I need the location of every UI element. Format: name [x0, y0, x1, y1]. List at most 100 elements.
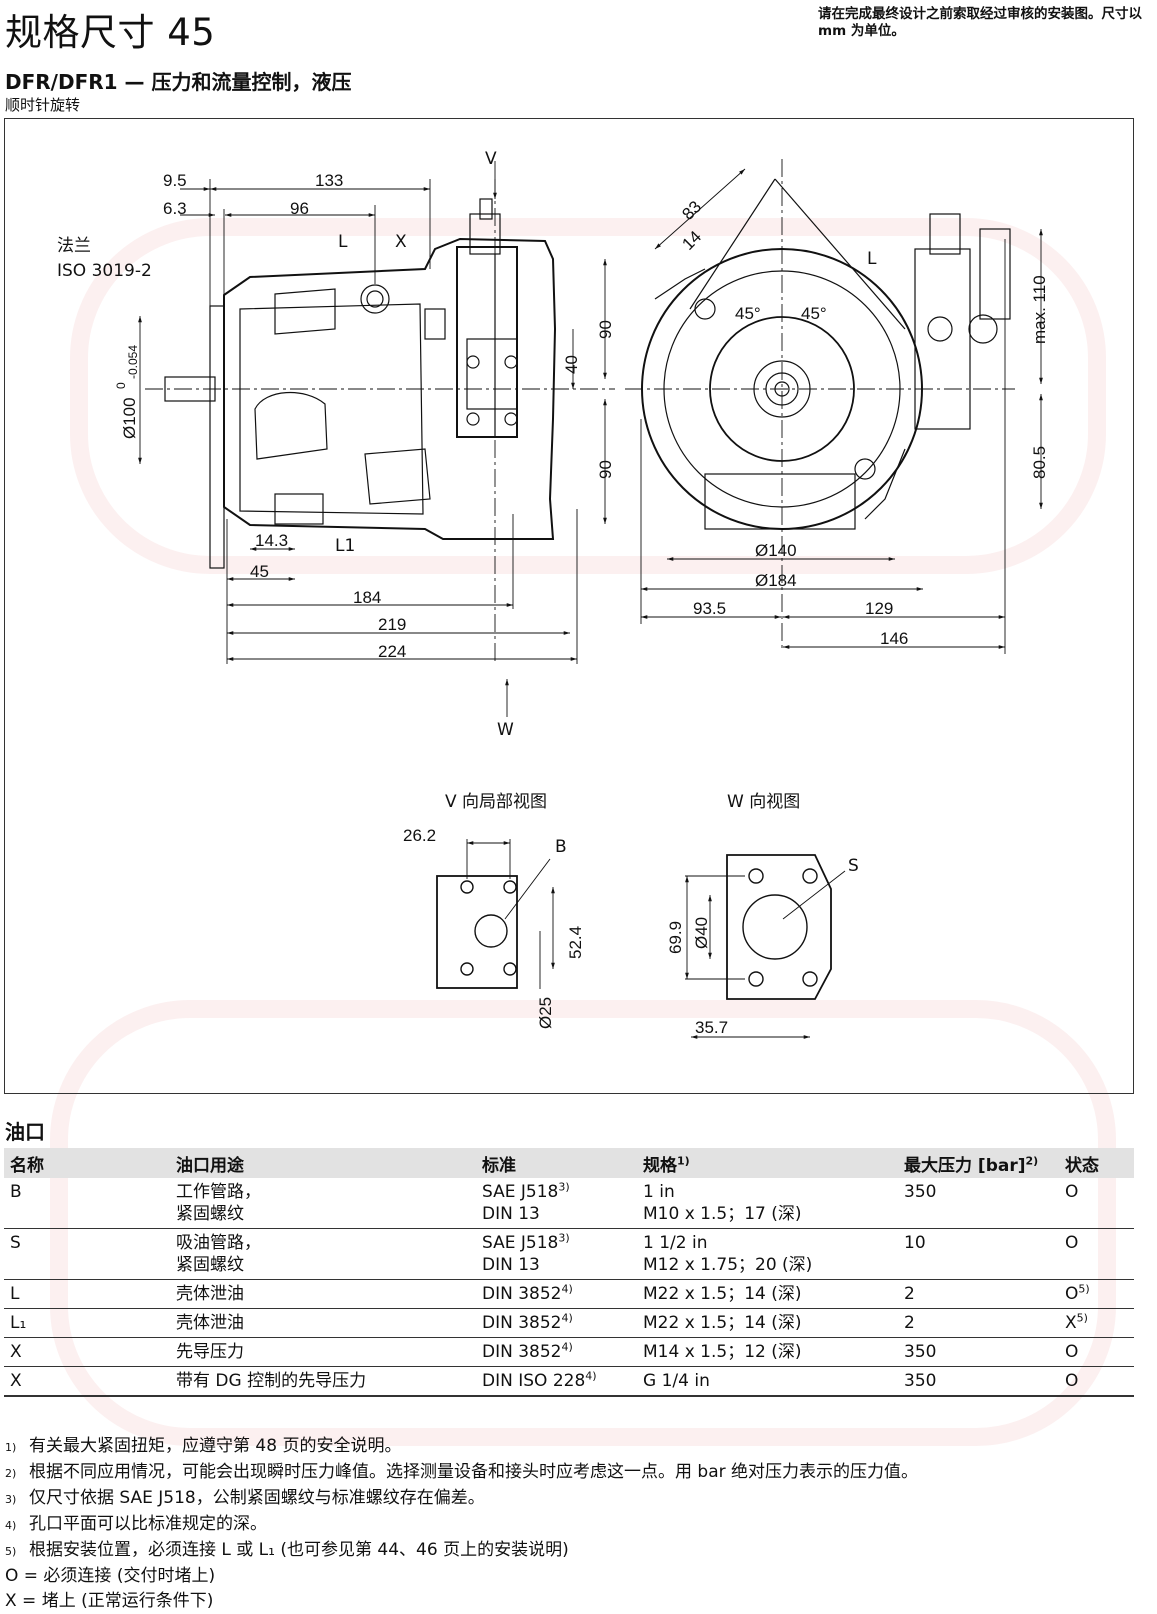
port-spec: G 1/4 in	[637, 1366, 898, 1397]
footnote-item: 3)仅尺寸依据 SAE J518，公制紧固螺纹与标准螺纹存在偏差。	[5, 1488, 485, 1508]
dim-146: 146	[880, 629, 908, 648]
col-header-name: 名称	[4, 1148, 170, 1178]
col-header-state: 状态	[1059, 1148, 1134, 1178]
port-standard: SAE J5183)DIN 13	[476, 1178, 637, 1229]
port-usage: 壳体泄油	[170, 1279, 476, 1309]
dim-90-lower: 90	[596, 460, 615, 479]
col-header-pressure: 最大压力 [bar]2)	[898, 1148, 1059, 1178]
drawing-frame: 9.5 133 6.3 96 法兰 ISO 3019-2 L X V 90 40…	[4, 118, 1134, 1094]
dim-219: 219	[378, 615, 406, 634]
port-usage: 带有 DG 控制的先导压力	[170, 1366, 476, 1397]
port-usage: 壳体泄油	[170, 1308, 476, 1338]
view-w	[685, 854, 846, 1039]
port-usage: 工作管路，紧固螺纹	[170, 1178, 476, 1229]
port-usage: 吸油管路，紧固螺纹	[170, 1228, 476, 1280]
dim-93-5: 93.5	[693, 599, 726, 618]
col-header-standard: 标准	[476, 1148, 637, 1178]
port-name: X	[4, 1366, 170, 1397]
port-name: L₁	[4, 1308, 170, 1338]
dim-35-7: 35.7	[695, 1018, 728, 1037]
view-v-detail	[436, 839, 555, 989]
ports-table-header: 名称 油口用途 标准 规格1) 最大压力 [bar]2) 状态	[4, 1148, 1134, 1178]
install-note: 请在完成最终设计之前索取经过审核的安装图。尺寸以 mm 为单位。	[818, 6, 1142, 39]
view-v-title: V 向局部视图	[445, 792, 547, 812]
port-pressure: 2	[898, 1308, 1059, 1338]
port-state: O5)	[1059, 1279, 1134, 1309]
dim-45: 45	[250, 562, 269, 581]
dim-dia-100: Ø100	[120, 397, 139, 439]
dim-9-5: 9.5	[163, 171, 187, 190]
dim-dia-25: Ø25	[536, 997, 555, 1029]
footnotes: 1)有关最大紧固扭矩，应遵守第 48 页的安全说明。 2)根据不同应用情况，可能会…	[5, 1434, 918, 1614]
angle-45-right: 45°	[801, 304, 827, 323]
dim-224: 224	[378, 642, 406, 661]
ports-heading: 油口	[5, 1120, 45, 1144]
dim-184: 184	[353, 588, 381, 607]
flange-label: 法兰	[57, 236, 91, 256]
dim-max-110: max. 110	[1030, 275, 1049, 344]
port-standard: DIN 38524)	[476, 1308, 637, 1338]
dim-dia-40: Ø40	[692, 917, 711, 949]
dim-14: 14	[678, 227, 705, 254]
dim-6-3: 6.3	[163, 199, 187, 218]
port-pressure: 350	[898, 1178, 1059, 1229]
dim-dia-140: Ø140	[755, 541, 797, 560]
page-title: 规格尺寸 45	[5, 11, 216, 54]
dim-dia-100-tol-lower: -0.054	[126, 345, 140, 379]
port-standard: DIN 38524)	[476, 1279, 637, 1309]
port-name: L	[4, 1279, 170, 1309]
dim-dia-100-tol-upper: 0	[114, 382, 128, 389]
port-name: S	[4, 1228, 170, 1280]
footnote-item: 5)根据安装位置，必须连接 L 或 L₁ (也可参见第 44、46 页上的安装说…	[5, 1540, 569, 1560]
port-label-l-end: L	[867, 249, 877, 269]
dim-80-5: 80.5	[1030, 446, 1049, 479]
port-name: B	[4, 1178, 170, 1229]
technical-drawing: 9.5 133 6.3 96 法兰 ISO 3019-2 L X V 90 40…	[57, 149, 1049, 1039]
dim-26-2: 26.2	[403, 826, 436, 845]
port-label-b: B	[555, 837, 567, 857]
dim-14-3: 14.3	[255, 531, 288, 550]
port-spec: M14 x 1.5；12 (深)	[637, 1337, 898, 1367]
view-arrow-w: W	[497, 720, 514, 740]
dim-96: 96	[290, 199, 309, 218]
port-label-l1: L1	[335, 536, 355, 556]
port-spec: M22 x 1.5；14 (深)	[637, 1308, 898, 1338]
end-view-body	[625, 159, 1015, 649]
footnote-item: 1)有关最大紧固扭矩，应遵守第 48 页的安全说明。	[5, 1436, 402, 1456]
dim-52-4: 52.4	[566, 926, 585, 959]
port-standard: DIN 38524)	[476, 1337, 637, 1367]
dim-129: 129	[865, 599, 893, 618]
port-standard: DIN ISO 2284)	[476, 1366, 637, 1397]
port-state: X5)	[1059, 1308, 1134, 1338]
port-state: O	[1059, 1228, 1134, 1280]
port-pressure: 350	[898, 1366, 1059, 1397]
port-pressure: 350	[898, 1337, 1059, 1367]
view-arrow-v: V	[485, 149, 497, 169]
col-header-spec: 规格1)	[637, 1148, 898, 1178]
port-label-s: S	[848, 856, 859, 876]
port-state: O	[1059, 1178, 1134, 1229]
col-header-usage: 油口用途	[170, 1148, 476, 1178]
port-label-x: X	[395, 232, 407, 252]
footnote-item: X = 堵上 (正常运行条件下)	[5, 1591, 214, 1611]
dim-40: 40	[562, 355, 581, 374]
rotation-note: 顺时针旋转	[5, 96, 81, 114]
port-state: O	[1059, 1337, 1134, 1367]
dim-83: 83	[678, 197, 705, 224]
port-name: X	[4, 1337, 170, 1367]
angle-45-left: 45°	[735, 304, 761, 323]
port-spec: M22 x 1.5；14 (深)	[637, 1279, 898, 1309]
flange-standard-label: ISO 3019-2	[57, 261, 152, 281]
port-usage: 先导压力	[170, 1337, 476, 1367]
footnote-item: 4)孔口平面可以比标准规定的深。	[5, 1514, 267, 1534]
footnote-item: 2)根据不同应用情况，可能会出现瞬时压力峰值。选择测量设备和接头时应考虑这一点。…	[5, 1462, 919, 1482]
port-pressure: 10	[898, 1228, 1059, 1280]
